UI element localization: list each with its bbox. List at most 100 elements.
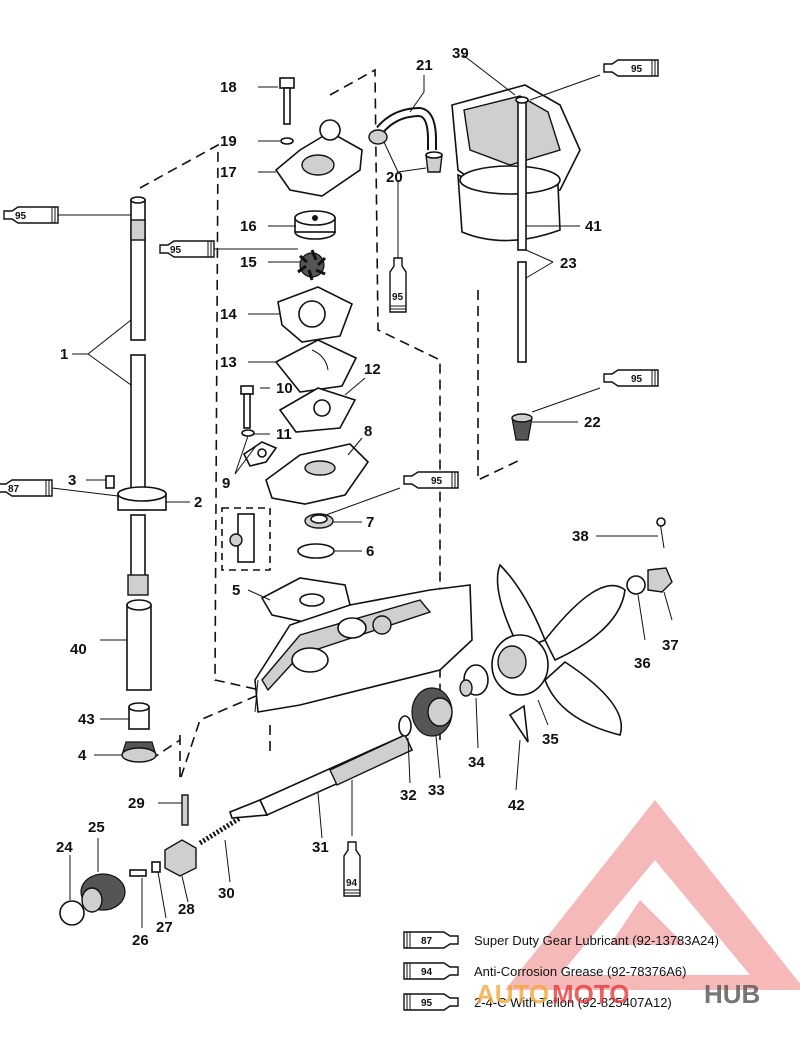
tube-95-seal: 95 bbox=[403, 471, 459, 489]
cotter-pin bbox=[656, 517, 666, 549]
svg-text:AUTO: AUTO bbox=[476, 979, 549, 1009]
label-17: 17 bbox=[220, 164, 237, 181]
label-15: 15 bbox=[240, 254, 257, 271]
tube-95-impeller: 95 bbox=[159, 240, 215, 258]
label-5: 5 bbox=[232, 582, 240, 599]
leader-lines bbox=[69, 54, 673, 928]
label-2: 2 bbox=[194, 494, 202, 511]
label-18: 18 bbox=[220, 79, 237, 96]
impeller bbox=[297, 249, 327, 281]
washer-11 bbox=[241, 429, 255, 437]
label-24: 24 bbox=[56, 839, 73, 856]
label-14: 14 bbox=[220, 306, 237, 323]
bushing bbox=[128, 702, 150, 730]
impeller-insert bbox=[294, 210, 336, 240]
thrust-washer-24 bbox=[59, 900, 85, 926]
legend-row-87: 87 Super Duty Gear Lubricant (92-13783A2… bbox=[403, 931, 719, 949]
label-42: 42 bbox=[508, 797, 525, 814]
tube-95-grommet: 95 bbox=[603, 369, 659, 387]
water-tube bbox=[376, 106, 437, 150]
driveshaft-housing bbox=[451, 84, 581, 242]
forward-gear bbox=[411, 687, 453, 737]
screw-18 bbox=[279, 77, 295, 125]
label-36: 36 bbox=[634, 655, 651, 672]
shift-rod-upper bbox=[515, 96, 529, 251]
label-31: 31 bbox=[312, 839, 329, 856]
label-10: 10 bbox=[276, 380, 293, 397]
washer-19 bbox=[280, 137, 294, 145]
svg-text:94: 94 bbox=[346, 878, 358, 889]
label-3: 3 bbox=[68, 472, 76, 489]
label-32: 32 bbox=[400, 787, 417, 804]
tube-95-driveshaft: 95 bbox=[3, 206, 59, 224]
gasket-9 bbox=[242, 441, 278, 467]
label-26: 26 bbox=[132, 932, 149, 949]
label-8: 8 bbox=[364, 423, 372, 440]
propeller-shaft bbox=[229, 733, 414, 819]
tube-leader-lines bbox=[51, 74, 601, 836]
washer-32 bbox=[398, 715, 412, 737]
legend-row-94: 94 Anti-Corrosion Grease (92-78376A6) bbox=[403, 962, 686, 980]
plate-12 bbox=[278, 387, 357, 433]
label-21: 21 bbox=[416, 57, 433, 74]
lubricant-legend: 87 Super Duty Gear Lubricant (92-13783A2… bbox=[403, 931, 719, 1011]
plate-13 bbox=[274, 339, 358, 393]
label-30: 30 bbox=[218, 885, 235, 902]
propeller bbox=[491, 563, 626, 736]
grommet-22 bbox=[511, 413, 533, 441]
clutch-28 bbox=[164, 839, 197, 877]
water-pump-housing bbox=[274, 119, 363, 197]
sleeve bbox=[126, 599, 152, 691]
label-9: 9 bbox=[222, 475, 230, 492]
label-28: 28 bbox=[178, 901, 195, 918]
shift-rod-lower bbox=[517, 261, 527, 363]
o-ring bbox=[297, 543, 335, 559]
label-41: 41 bbox=[585, 218, 602, 235]
label-11: 11 bbox=[276, 426, 292, 443]
label-6: 6 bbox=[366, 543, 374, 560]
screw-10 bbox=[240, 385, 254, 429]
svg-text:MOTO: MOTO bbox=[552, 979, 630, 1009]
watermark-triangle-logo bbox=[505, 800, 800, 990]
label-34: 34 bbox=[468, 754, 485, 771]
alignment-dashed-lines bbox=[139, 68, 521, 781]
svg-text:94: 94 bbox=[421, 967, 433, 978]
label-43: 43 bbox=[78, 711, 95, 728]
key-pin bbox=[105, 475, 115, 489]
label-33: 33 bbox=[428, 782, 445, 799]
label-29: 29 bbox=[128, 795, 145, 812]
shear-pin bbox=[508, 704, 529, 743]
watermark-text: AUTO MOTO HUB bbox=[476, 979, 760, 1009]
ball-27 bbox=[151, 861, 161, 873]
svg-text:87: 87 bbox=[421, 936, 433, 947]
part-number-labels: 18 19 17 16 15 14 13 10 11 12 8 9 7 6 5 … bbox=[56, 45, 679, 949]
label-23: 23 bbox=[560, 255, 577, 272]
label-12: 12 bbox=[364, 361, 381, 378]
label-4: 4 bbox=[78, 747, 87, 764]
driveshaft-bearing bbox=[117, 486, 167, 511]
svg-text:Anti-Corrosion Grease (92-7837: Anti-Corrosion Grease (92-78376A6) bbox=[474, 964, 686, 979]
legend-row-95: 95 2-4-C With Teflon (92-825407A12) bbox=[403, 993, 672, 1011]
svg-text:HUB: HUB bbox=[704, 979, 760, 1009]
label-27: 27 bbox=[156, 919, 173, 936]
gasket-14 bbox=[277, 286, 354, 343]
pinion-gear bbox=[121, 741, 157, 763]
pin-26 bbox=[129, 869, 147, 877]
label-38: 38 bbox=[572, 528, 589, 545]
svg-text:Super Duty Gear Lubricant (92-: Super Duty Gear Lubricant (92-13783A24) bbox=[474, 933, 719, 948]
pump-base bbox=[265, 443, 370, 505]
svg-text:2-4-C With Teflon (92-825407A: 2-4-C With Teflon (92-825407A12) bbox=[474, 995, 672, 1010]
label-25: 25 bbox=[88, 819, 105, 836]
label-39: 39 bbox=[452, 45, 469, 62]
label-35: 35 bbox=[542, 731, 559, 748]
svg-text:95: 95 bbox=[631, 374, 643, 385]
svg-text:95: 95 bbox=[15, 211, 27, 222]
gearcase-housing bbox=[254, 584, 473, 713]
washer-36 bbox=[626, 575, 646, 595]
svg-text:95: 95 bbox=[421, 998, 433, 1009]
label-20: 20 bbox=[386, 169, 403, 186]
label-19: 19 bbox=[220, 133, 237, 150]
thrust-hub bbox=[459, 664, 489, 697]
pin-29 bbox=[181, 794, 189, 826]
